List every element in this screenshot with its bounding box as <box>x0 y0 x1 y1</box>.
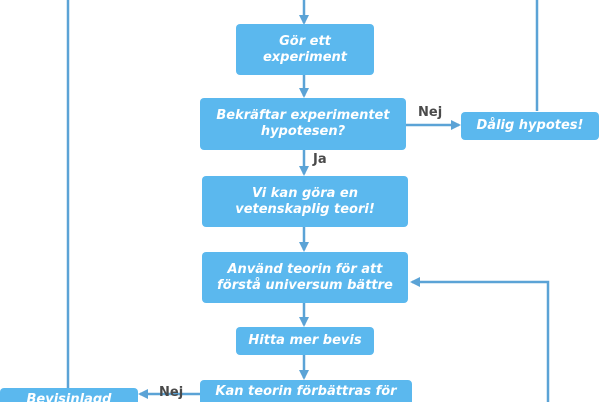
node-bad-hypothesis-label: Dålig hypotes! <box>476 118 584 133</box>
node-confirms-label: Bekräftar experimentet hypotesen? <box>216 108 390 139</box>
node-improve-theory: Kan teorin förbättras för <box>200 380 412 402</box>
node-improve-theory-label: Kan teorin förbättras för <box>215 384 397 399</box>
node-bad-hypothesis: Dålig hypotes! <box>461 112 599 140</box>
edge-label-no-bad-hypothesis: Nej <box>418 105 443 120</box>
line-right-feedback <box>410 277 550 402</box>
node-use-theory: Använd teorin för att förstå universum b… <box>202 252 408 303</box>
node-confirms-hypothesis: Bekräftar experimentet hypotesen? <box>200 98 406 150</box>
node-left-cut: Bevisinlagd <box>0 388 138 402</box>
edge-label-no-improve: Nej <box>159 385 184 400</box>
node-scientific-theory-label: Vi kan göra en vetenskaplig teori! <box>235 185 375 217</box>
node-more-evidence-label: Hitta mer bevis <box>248 333 362 348</box>
node-experiment-label: Gör ett experiment <box>262 33 348 65</box>
node-scientific-theory: Vi kan göra en vetenskaplig teori! <box>202 176 408 227</box>
node-use-theory-label: Använd teorin för att förstå universum b… <box>217 261 393 293</box>
edge-label-yes-theory: Ja <box>313 152 327 167</box>
node-more-evidence: Hitta mer bevis <box>236 327 374 355</box>
node-left-cut-label: Bevisinlagd <box>26 392 112 402</box>
node-experiment: Gör ett experiment <box>236 24 374 75</box>
